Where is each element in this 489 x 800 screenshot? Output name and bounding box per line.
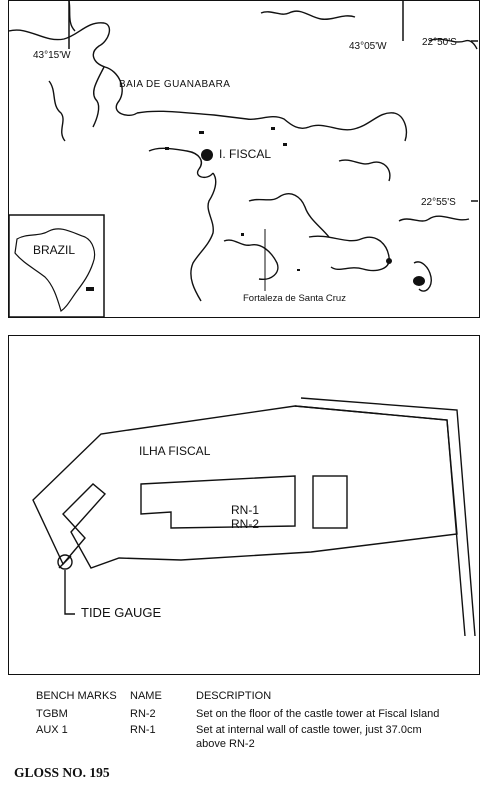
- island-detail-frame: ILHA FISCAL RN-1 RN-2 TIDE GAUGE: [8, 335, 480, 675]
- table-header-row: BENCH MARKS NAME DESCRIPTION: [0, 690, 489, 704]
- bench-mark-cell: AUX 1: [36, 724, 68, 736]
- table-row: AUX 1 RN-1 Set at internal wall of castl…: [0, 724, 489, 738]
- island-detail-diagram: [32, 397, 476, 637]
- islands: [165, 127, 425, 286]
- island-label: I. FISCAL: [219, 147, 272, 161]
- inset-location-marker: [86, 287, 94, 291]
- header-name: NAME: [130, 690, 162, 702]
- description-continuation: above RN-2: [196, 738, 255, 750]
- bench-mark-cell: TGBM: [36, 708, 68, 720]
- description-cell: Set at internal wall of castle tower, ju…: [196, 724, 422, 736]
- table-row-continuation: above RN-2: [0, 738, 489, 752]
- detail-island-label: ILHA FISCAL: [139, 444, 211, 458]
- tide-gauge-label: TIDE GAUGE: [81, 605, 162, 620]
- latitude-label-north: 22°50'S: [422, 37, 457, 48]
- graticule: [68, 1, 478, 202]
- header-bench-marks: BENCH MARKS: [36, 690, 117, 702]
- castle-building: [140, 475, 296, 529]
- country-label: BRAZIL: [33, 243, 76, 257]
- description-cell: Set on the floor of the castle tower at …: [196, 708, 440, 720]
- header-description: DESCRIPTION: [196, 690, 272, 702]
- name-cell: RN-1: [130, 724, 156, 736]
- island-outline: [32, 405, 458, 569]
- benchmark-rn2-label: RN-2: [231, 517, 260, 531]
- latitude-label-south: 22°55'S: [421, 197, 456, 208]
- brazil-inset-frame: [9, 214, 105, 317]
- fiscal-island-marker: [201, 149, 213, 161]
- longitude-label-west: 43°15'W: [33, 50, 71, 61]
- fort-label: Fortaleza de Santa Cruz: [243, 293, 346, 304]
- bay-label: BAIA DE GUANABARA: [119, 79, 231, 90]
- tide-gauge-marker: [57, 554, 73, 570]
- gloss-number: GLOSS NO. 195: [14, 765, 110, 780]
- name-cell: RN-2: [130, 708, 156, 720]
- tide-gauge-leader: [64, 570, 75, 615]
- annex-building: [312, 475, 348, 529]
- location-map-frame: 43°15'W 43°05'W 22°50'S 22°55'S BAIA DE …: [8, 0, 480, 318]
- benchmark-rn1-label: RN-1: [231, 503, 260, 517]
- brazil-outline: [14, 228, 96, 312]
- location-map: [9, 1, 478, 317]
- longitude-label-east: 43°05'W: [349, 41, 387, 52]
- table-row: TGBM RN-2 Set on the floor of the castle…: [0, 708, 489, 722]
